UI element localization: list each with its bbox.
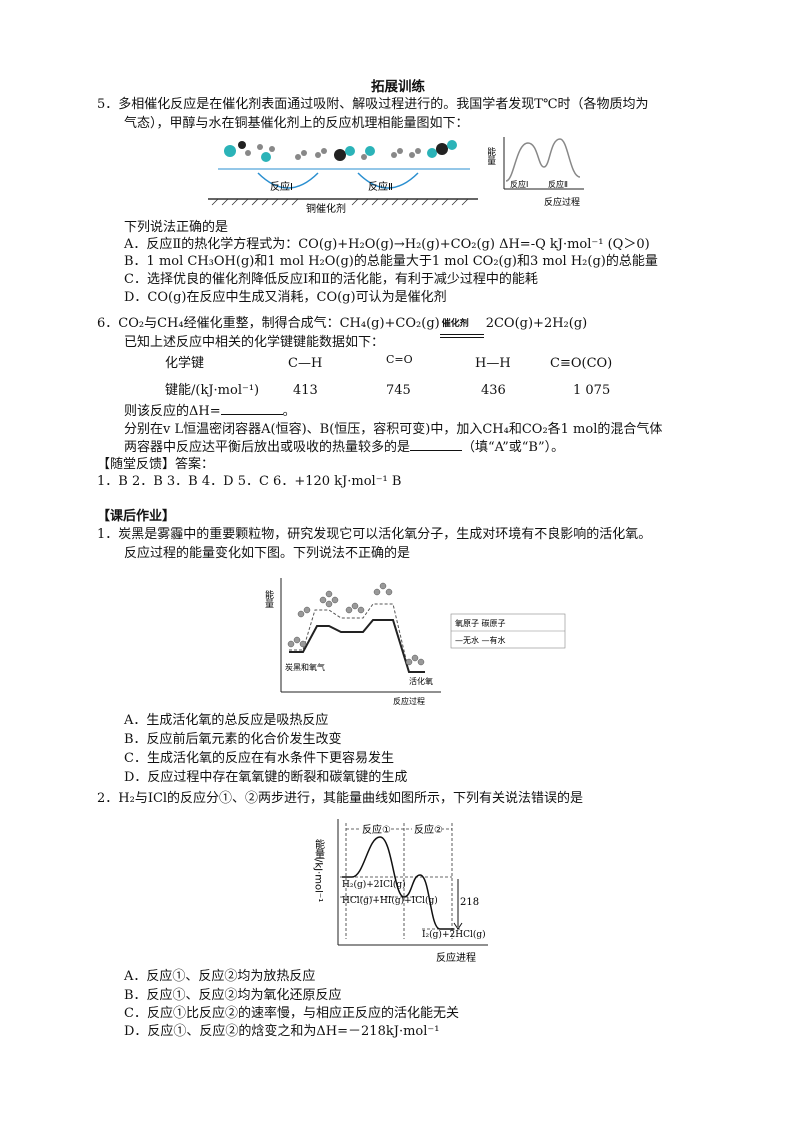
fig-legend-water: —无水 —有水 — [455, 635, 506, 645]
fig2-value: 218 — [460, 897, 479, 908]
hw-q1-option-d: D．反应过程中存在氧氧键的断裂和碳氧键的生成 — [124, 770, 408, 785]
q5-stem-line2: 气态），甲醇与水在铜基催化剂上的反应机理相能量图如下： — [124, 116, 469, 131]
q6-part2-line1: 分别在v L恒温密闭容器A(恒容)、B(恒压，容积可变)中，加入CH₄和CO₂各… — [124, 422, 663, 437]
q6-part2-end: （填“A”或“B”）。 — [462, 440, 565, 455]
hw-q2-option-b: B．反应①、反应②均为氧化还原反应 — [124, 988, 342, 1003]
hw-q2-option-a: A．反应①、反应②均为放热反应 — [124, 969, 316, 984]
q5-option-b: B．1 mol CH₃OH(g)和1 mol H₂O(g)的总能量大于1 mol… — [124, 254, 658, 269]
table-header-co: C=O — [386, 353, 413, 366]
table-header-cotriple: C≡O(CO) — [550, 356, 613, 371]
q6-dh-end: 。 — [282, 404, 296, 419]
q5-option-c: C．选择优良的催化剂降低反应Ⅰ和Ⅱ的活化能，有利于减少过程中的能耗 — [124, 272, 538, 287]
fig2-r2: 反应Ⅱ — [548, 179, 568, 189]
q6-catalyst-label: 催化剂 — [441, 319, 469, 329]
q6-known: 已知上述反应中相关的化学键键能数据如下： — [124, 335, 385, 350]
q5-option-a: A．反应Ⅱ的热化学方程式为：CO(g)+H₂O(g)→H₂(g)+CO₂(g) … — [124, 237, 650, 252]
q6-dh-text: 则该反应的ΔH= — [124, 404, 221, 419]
q6-dh-blank — [220, 414, 283, 415]
table-energy-cotriple: 1 075 — [573, 383, 611, 398]
hw-q2-option-c: C．反应①比反应②的速率慢，与相应正反应的活化能无关 — [124, 1006, 459, 1021]
fig2-r1-label: 反应① — [362, 823, 391, 836]
fig-start-label: 炭黑和氧气 — [285, 662, 325, 672]
table-energy-hh: 436 — [481, 383, 506, 398]
hw-q1-option-b: B．反应前后氧元素的化合价发生改变 — [124, 732, 342, 747]
molecule-group-1 — [224, 141, 275, 162]
hw-q1-option-c: C．生成活化氧的反应在有水条件下更容易发生 — [124, 751, 394, 766]
hw-q2-energy-figure: 能量/kJ·mol⁻¹ 反应① 反应② 218 H₂(g)+2ICl(g) HC… — [313, 819, 488, 964]
feedback-label: 【随堂反馈】答案： — [97, 457, 215, 472]
q5-stem-line1: 5．多相催化反应是在催化剂表面通过吸附、解吸过程进行的。我国学者发现T℃时（各物… — [97, 97, 649, 112]
table-header-hh: H—H — [475, 356, 511, 371]
fig2-xlabel: 反应进程 — [436, 951, 476, 964]
q6-stem: 6．CO₂与CH₄经催化重整，制得合成气：CH₄(g)+CO₂(g)催化剂 2CO… — [97, 315, 588, 338]
fig2-state3: I₂(g)+2HCl(g) — [422, 929, 486, 940]
fig2-state1: H₂(g)+2ICl(g) — [342, 879, 406, 890]
fig2-ylabel: 能量/kJ·mol⁻¹ — [313, 838, 325, 902]
q6-part2-line2: 两容器中反应达平衡后放出或吸收的热量较多的是 （填“A”或“B”）。 — [124, 439, 564, 457]
fig-label-r2: 反应Ⅱ — [368, 180, 393, 193]
fig-end-label: 活化氧 — [409, 676, 433, 686]
fig-legend-atoms: 氧原子 碳原子 — [455, 618, 506, 628]
q5-energy-figure: 能量 反应Ⅰ 反应Ⅱ 反应过程 — [488, 137, 584, 208]
q6-stem-text: 6．CO₂与CH₄经催化重整，制得合成气：CH₄(g)+CO₂(g) — [97, 316, 440, 331]
fig-ylabel: 能量 — [265, 589, 274, 608]
fig2-state2: HCl(g)+HI(g)+ICl(g) — [342, 895, 438, 906]
q6-part2-blank — [410, 450, 463, 451]
hw-q1-line2: 反应过程的能量变化如下图。下列说法不正确的是 — [124, 546, 411, 561]
feedback-answers: 1．B 2．B 3．B 4．D 5．C 6．+120 kJ·mol⁻¹ B — [97, 474, 402, 489]
homework-label: 【课后作业】 — [97, 509, 176, 524]
fig2-r2-label: 反应② — [414, 823, 443, 836]
hw-q1-energy-figure: 能量 炭黑和氧气 活化氧 反应过程 氧原子 碳原子 —无水 —有水 — [265, 578, 566, 706]
hw-q1-option-a: A．生成活化氧的总反应是吸热反应 — [124, 713, 329, 728]
hw-q1-line1: 1．炭黑是雾霾中的重要颗粒物，研究发现它可以活化氧分子，生成对环境有不良影响的活… — [97, 527, 652, 542]
q6-dh-line: 则该反应的ΔH= 。 — [124, 403, 296, 421]
q5-mechanism-figure: 反应Ⅰ 反应Ⅱ 铜催化剂 — [208, 140, 478, 215]
q6-part2-text: 两容器中反应达平衡后放出或吸收的热量较多的是 — [124, 440, 411, 455]
fig2-ylabel: 能量 — [488, 146, 496, 165]
table-energy-co: 745 — [386, 383, 411, 398]
table-row-energy-label: 键能/(kJ·mol⁻¹) — [165, 383, 260, 398]
fig2-r1: 反应Ⅰ — [510, 179, 528, 189]
fig-xlabel: 反应过程 — [393, 696, 425, 706]
fig2-xlabel: 反应过程 — [544, 196, 580, 208]
table-header-ch: C—H — [288, 356, 323, 371]
fig-label-r1: 反应Ⅰ — [270, 180, 293, 193]
hw-q2-option-d: D．反应①、反应②的焓变之和为ΔH=－218kJ·mol⁻¹ — [124, 1024, 440, 1039]
q5-option-d: D．CO(g)在反应中生成又消耗，CO(g)可认为是催化剂 — [124, 290, 447, 305]
table-energy-ch: 413 — [293, 383, 318, 398]
q5-prompt: 下列说法正确的是 — [124, 220, 229, 235]
q6-stem-tail: 2CO(g)+2H₂(g) — [485, 316, 588, 331]
page-title: 拓展训练 — [371, 79, 425, 95]
table-header-bond: 化学键 — [165, 356, 205, 371]
hw-q2-stem: 2．H₂与ICl的反应分①、②两步进行，其能量曲线如图所示，下列有关说法错误的是 — [97, 791, 584, 806]
fig-label-catalyst: 铜催化剂 — [306, 202, 346, 215]
